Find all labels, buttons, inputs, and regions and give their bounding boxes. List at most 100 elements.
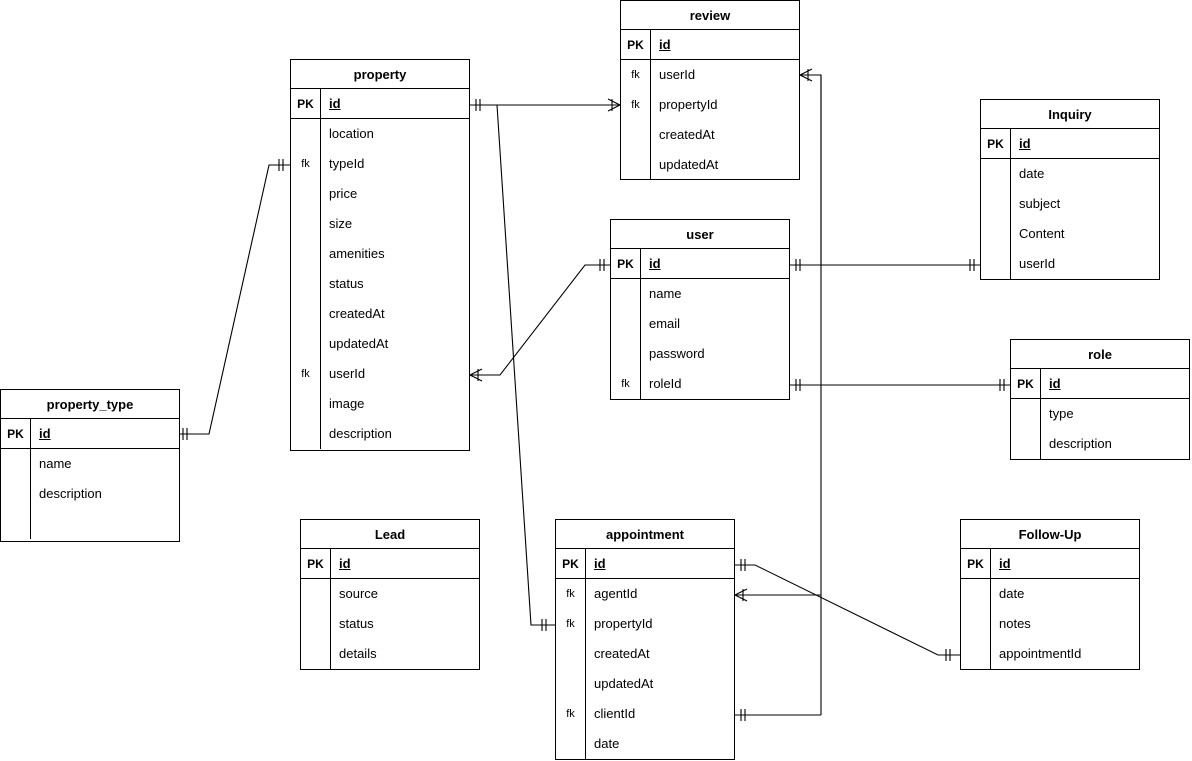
attribute-name: subject bbox=[1019, 196, 1061, 211]
attribute-key bbox=[611, 339, 640, 369]
rel-user-appointment-agent bbox=[734, 588, 821, 602]
pk-badge-role: PK bbox=[1011, 369, 1041, 398]
attribute-name: userId bbox=[329, 366, 366, 381]
attribute-name: userId bbox=[659, 67, 696, 82]
attribute-name: date bbox=[999, 586, 1025, 601]
fk-column-property_type bbox=[1, 449, 31, 539]
entity-title-lead: Lead bbox=[301, 520, 479, 549]
attribute-name: source bbox=[339, 586, 379, 601]
attribute-name: name bbox=[649, 286, 682, 301]
pk-badge-appointment: PK bbox=[556, 549, 586, 578]
pk-row-user: PK id bbox=[611, 249, 789, 279]
attribute-name: createdAt bbox=[659, 127, 715, 142]
attribute-name: location bbox=[329, 126, 374, 141]
attribute-key: fk bbox=[631, 99, 640, 111]
attribute-name: appointmentId bbox=[999, 646, 1082, 661]
fk-column-role bbox=[1011, 399, 1041, 459]
fk-column-inquiry bbox=[981, 159, 1011, 279]
rel-user-role bbox=[790, 379, 1010, 391]
pk-label: id bbox=[594, 556, 606, 571]
attribute-key bbox=[611, 309, 640, 339]
attribute-key bbox=[981, 219, 1010, 249]
attribute-key bbox=[981, 249, 1010, 279]
pk-badge-user: PK bbox=[611, 249, 641, 278]
attribute-name: name bbox=[39, 456, 72, 471]
pk-name-appointment: id bbox=[586, 549, 734, 578]
pk-name-lead: id bbox=[331, 549, 479, 578]
pk-badge-property_type: PK bbox=[1, 419, 31, 448]
pk-name-inquiry: id bbox=[1011, 129, 1159, 158]
attribute-key bbox=[621, 120, 650, 150]
attribute-key: fk bbox=[301, 158, 310, 170]
fk-column-review: fk fk bbox=[621, 60, 651, 180]
attribute-body-lead: source status details bbox=[301, 579, 479, 669]
pk-label: id bbox=[649, 256, 661, 271]
attribute-name-empty bbox=[31, 509, 179, 539]
pk-name-role: id bbox=[1041, 369, 1189, 398]
attribute-key bbox=[1011, 399, 1040, 429]
attribute-key bbox=[981, 159, 1010, 189]
pk-badge-lead: PK bbox=[301, 549, 331, 578]
pk-name-followup: id bbox=[991, 549, 1139, 578]
pk-row-role: PK id bbox=[1011, 369, 1189, 399]
attribute-key bbox=[291, 239, 320, 269]
attribute-key bbox=[556, 639, 585, 669]
attribute-name: userId bbox=[1019, 256, 1056, 271]
pk-name-review: id bbox=[651, 30, 799, 59]
attribute-name: updatedAt bbox=[329, 336, 389, 351]
fk-column-lead bbox=[301, 579, 331, 669]
pk-badge-property: PK bbox=[291, 89, 321, 118]
pk-badge-inquiry: PK bbox=[981, 129, 1011, 158]
attribute-key bbox=[1, 449, 30, 479]
entity-title-followup: Follow-Up bbox=[961, 520, 1139, 549]
attribute-key: fk bbox=[621, 378, 630, 390]
attribute-key bbox=[1011, 429, 1040, 459]
rel-appointment-followup bbox=[735, 559, 960, 661]
pk-row-appointment: PK id bbox=[556, 549, 734, 579]
rel-property-type-property bbox=[180, 159, 290, 440]
attribute-name: clientId bbox=[594, 706, 636, 721]
attribute-name: createdAt bbox=[594, 646, 650, 661]
attribute-key: fk bbox=[631, 69, 640, 81]
pk-name-property_type: id bbox=[31, 419, 179, 448]
pk-label: id bbox=[1049, 376, 1061, 391]
attribute-name: roleId bbox=[649, 376, 682, 391]
fk-column-user: fk bbox=[611, 279, 641, 399]
attribute-name: details bbox=[339, 646, 377, 661]
attribute-name: price bbox=[329, 186, 358, 201]
entity-title-user: user bbox=[611, 220, 789, 249]
attribute-key bbox=[301, 639, 330, 669]
attribute-name: status bbox=[339, 616, 374, 631]
attribute-key bbox=[291, 419, 320, 449]
rel-property-appointment bbox=[496, 104, 555, 631]
entity-title-appointment: appointment bbox=[556, 520, 734, 549]
attribute-key bbox=[291, 389, 320, 419]
attribute-key bbox=[1, 479, 30, 509]
attribute-name: image bbox=[329, 396, 365, 411]
